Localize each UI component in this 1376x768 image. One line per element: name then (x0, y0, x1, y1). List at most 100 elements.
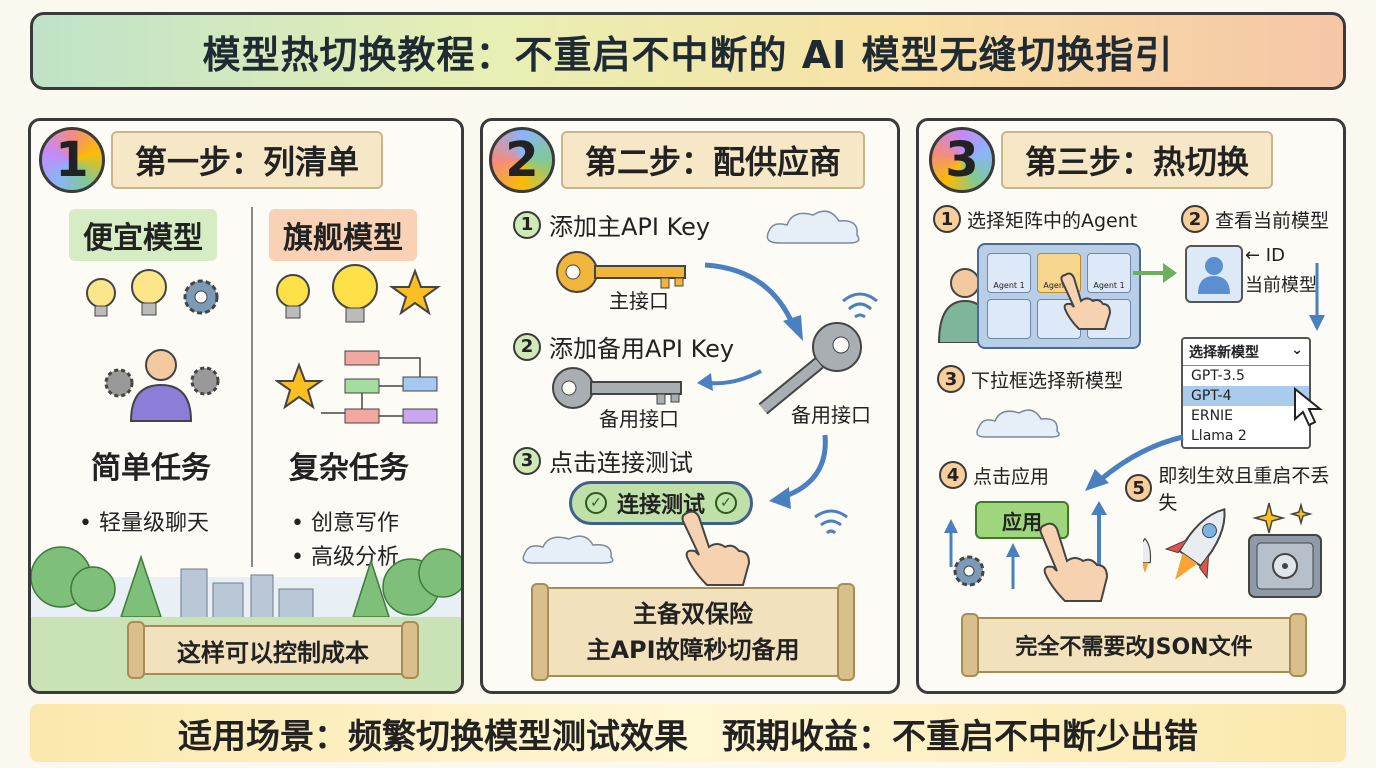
flow-arrow-icon (769, 434, 828, 509)
sub-step-3-4: 4 点击应用 (939, 461, 1049, 489)
chevron-down-icon: ⌄ (1291, 342, 1303, 358)
step-1-header: 1 第一步：列清单 (39, 127, 384, 193)
step-2-scroll-line-2: 主API故障秒切备用 (586, 636, 800, 664)
apply-button-label: 应用 (1002, 509, 1042, 534)
step-1-scroll: 这样可以控制成本 (127, 621, 419, 679)
cloud-icon (522, 535, 614, 564)
agent-cell-label: Agent 1 (993, 281, 1025, 290)
star-icon (388, 268, 442, 316)
step-3-panel: 3 第三步：热切换 1 选择矩阵中的Agent 2 查看当前模型 Agent 1… (916, 118, 1346, 694)
sub-step-3-2: 2 查看当前模型 (1181, 205, 1329, 233)
primary-key-caption: 主接口 (609, 289, 669, 313)
pointing-hand-icon (1039, 522, 1109, 602)
rocket-icon (1143, 508, 1226, 580)
step-3-header: 3 第三步：热切换 (929, 127, 1274, 193)
model-option[interactable]: ERNIE (1191, 408, 1234, 424)
model-dropdown[interactable]: 选择新模型 ⌄ GPT-3.5 GPT-4 ERNIE Llama 2 (1181, 337, 1311, 449)
sub-step-3-3-text: 下拉框选择新模型 (971, 369, 1124, 392)
sub-step-2-3-text: 点击连接测试 (549, 449, 693, 477)
flow-arrow-icon (697, 369, 762, 391)
agent-cell[interactable]: Agent 1 (1087, 253, 1131, 293)
step-1-label: 第一步：列清单 (111, 131, 384, 189)
arrow-down-icon (1309, 263, 1325, 331)
sub-step-2-2-text: 添加备用API Key (549, 335, 735, 363)
backup-key-caption-2: 备用接口 (791, 403, 871, 427)
id-label: ← ID (1245, 245, 1285, 266)
sub-step-2-2: 2 添加备用API Key (513, 329, 734, 364)
flagship-model-tag: 旗舰模型 (269, 209, 417, 261)
cloud-icon (976, 409, 1060, 438)
backup-key-caption: 备用接口 (599, 407, 679, 431)
title-banner: 模型热切换教程：不重启不中断的 AI 模型无缝切换指引 (30, 12, 1346, 90)
sub-step-3-1: 1 选择矩阵中的Agent (933, 205, 1137, 233)
step-2-scroll-line-1: 主备双保险 (633, 600, 753, 628)
gear-icon (183, 279, 219, 315)
lightbulb-icon-small (86, 278, 116, 317)
sub-step-2-3: 3 点击连接测试 (513, 443, 693, 478)
current-model-label: 当前模型 (1245, 275, 1317, 296)
flow-arrow-icon (704, 262, 803, 341)
step-2-panel: 2 第二步：配供应商 1 添加主API Key 主接口 2 添加备用API Ke… (480, 118, 900, 694)
model-option[interactable]: Llama 2 (1191, 428, 1247, 444)
current-model-avatar (1185, 245, 1243, 303)
pointing-hand-icon (681, 510, 751, 586)
lightbulb-icons (86, 269, 219, 317)
sub-step-2-3-number: 3 (513, 446, 541, 475)
step-2-header: 2 第二步：配供应商 (489, 127, 866, 193)
flagship-bullet-2: • 高级分析 (291, 545, 399, 570)
sub-step-3-1-number: 1 (933, 205, 961, 233)
sub-step-3-3: 3 下拉框选择新模型 (937, 365, 1123, 393)
sub-step-3-5-text: 即刻生效且重启不丢失 (1158, 465, 1330, 514)
flagship-bullet-1: • 创意写作 (291, 511, 399, 536)
model-option-selected[interactable]: GPT-4 (1183, 386, 1309, 406)
step-1-number: 1 (39, 127, 105, 193)
step-2-label: 第二步：配供应商 (561, 131, 866, 189)
flow-arrow-icon (1085, 434, 1184, 491)
check-icon: ✓ (584, 492, 607, 514)
sub-step-2-1-number: 1 (513, 210, 541, 239)
apply-button[interactable]: 应用 (975, 501, 1069, 539)
sub-step-2-1-text: 添加主API Key (549, 213, 711, 241)
arrow-right-icon (1133, 263, 1177, 283)
sub-step-2-2-number: 2 (513, 332, 541, 361)
step-1-scroll-text: 这样可以控制成本 (177, 638, 369, 667)
model-dropdown-header-text: 选择新模型 (1189, 345, 1259, 361)
backup-key-icon (552, 367, 682, 409)
footer-text: 适用场景：频繁切换模型测试效果 预期收益：不重启不中断少出错 (178, 716, 1198, 757)
gear-icon (953, 555, 985, 587)
cloud-icon (766, 210, 860, 244)
footer-banner: 适用场景：频繁切换模型测试效果 预期收益：不重启不中断少出错 (30, 704, 1346, 762)
wifi-icon (842, 292, 878, 319)
step-1-panel: 1 第一步：列清单 便宜模型 简单任务 • 轻量级聊天 旗舰模型 复杂任务 • … (28, 118, 464, 694)
step-2-scroll: 主备双保险 主API故障秒切备用 (531, 583, 855, 681)
person-icon (104, 349, 220, 422)
sub-step-3-5: 5 即刻生效且重启不丢失 (1125, 461, 1343, 515)
step-3-number: 3 (929, 127, 995, 193)
connection-test-button[interactable]: ✓ 连接测试 ✓ (569, 481, 753, 525)
model-dropdown-header[interactable]: 选择新模型 ⌄ (1183, 339, 1309, 366)
up-arrows-icon (944, 501, 1107, 589)
sparkle-icon (1252, 502, 1313, 534)
sub-step-3-1-text: 选择矩阵中的Agent (967, 209, 1138, 232)
agent-cell[interactable] (987, 299, 1031, 339)
primary-key-icon (556, 251, 686, 293)
cursor-arrow-icon (1294, 387, 1323, 427)
agent-cell-label: Agent 1 (1093, 281, 1125, 290)
page-title: 模型热切换教程：不重启不中断的 AI 模型无缝切换指引 (202, 32, 1174, 77)
sub-step-3-5-number: 5 (1125, 474, 1153, 502)
lightbulb-icon-large (332, 264, 378, 323)
step-3-label: 第三步：热切换 (1001, 131, 1274, 189)
sub-step-3-2-number: 2 (1181, 205, 1209, 233)
model-option[interactable]: GPT-3.5 (1191, 368, 1245, 384)
step-3-scroll-text: 完全不需要改JSON文件 (1015, 635, 1253, 660)
backup-key-large-icon (758, 322, 862, 415)
cheap-bullet-1: • 轻量级聊天 (79, 511, 209, 536)
rocket-icon-small (1143, 537, 1152, 574)
sub-step-3-3-number: 3 (937, 365, 965, 393)
agent-cell[interactable]: Agent 1 (987, 253, 1031, 293)
agent-cell-label: Agent 1 (1043, 281, 1075, 290)
lightbulb-star-icons (276, 264, 442, 323)
cheap-task-label: 简单任务 (91, 451, 211, 486)
sub-step-3-4-text: 点击应用 (973, 465, 1050, 488)
wifi-icon (814, 509, 848, 535)
